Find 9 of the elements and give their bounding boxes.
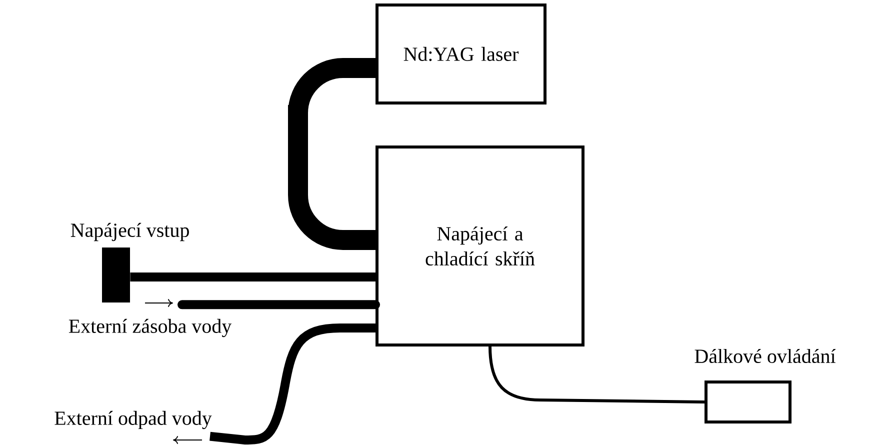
pipe-label: Externí zásoba vody [68,318,232,338]
water-pipe [210,324,376,444]
cable [130,272,376,282]
remote-label: Dálkové ovládání [694,348,836,364]
plug-label: Napájecí vstup [70,222,189,242]
cable [488,346,705,404]
device-box: Nd:YAG laser [376,4,546,104]
pipe-label: Externí odpad vody [54,410,212,430]
device-box: Napájecí a chladící skříň [376,146,584,346]
